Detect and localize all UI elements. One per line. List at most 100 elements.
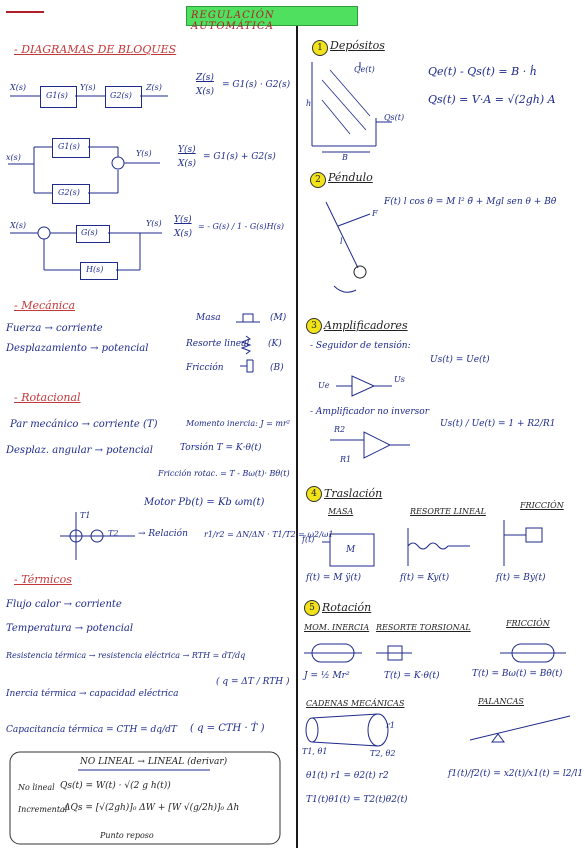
rot-relation: → Relación [138,529,188,539]
section-1-badge: 1 [312,40,328,56]
rot5-eq-5: T1(t)θ1(t) = T2(t)θ2(t) [306,795,408,805]
section-rotacion: Rotación [322,601,372,614]
amp-sub-1: - Seguidor de tensión: [310,341,411,351]
box-row-2-label: Incremental [18,805,68,814]
trans-eq-3: f(t) = Bẏ(t) [496,573,546,583]
mech-spring-sym: (K) [268,339,282,349]
section-amplificadores: Amplificadores [324,319,408,332]
feedback-eq-den: X(s) [174,229,193,239]
parallel-input: x(s) [6,153,21,162]
rot5-eq-6: f1(t)/f2(t) = x2(t)/x1(t) = l2/l1 [448,769,584,779]
rot-friction: Fricción rotac. = T - Bω(t)· Bθ(t) [158,469,290,478]
section-traslacion: Traslación [324,487,383,500]
dep-qe: Qe(t) [354,65,375,74]
amp-ue: Ue [318,381,330,390]
box-row-1-label: No lineal [18,783,55,792]
rot5-eq-4: θ1(t) r1 = θ2(t) r2 [306,771,389,781]
mech-spring: Resorte lineal [186,339,250,349]
parallel-block-2 [52,184,90,204]
rot5-eq-2: T(t) = K·θ(t) [384,671,440,681]
page-title: REGULACIÓN AUTOMÁTICA [186,6,358,32]
series-output: Z(s) [146,83,162,92]
therm-line-4: Inercia térmica → capacidad eléctrica [6,689,179,699]
section-2-badge: 2 [310,172,326,188]
section-4-badge: 4 [306,486,322,502]
box-row-3: Punto reposo [100,831,154,840]
section-mechanical: - Mecánica [14,299,76,312]
page-title-text: REGULACIÓN AUTOMÁTICA [191,10,275,32]
rot5-col-inercia: MOM. INERCIA [304,623,370,632]
mech-friction-sym: (B) [270,363,284,373]
feedback-output: Y(s) [146,219,162,228]
series-block-1 [40,86,77,108]
trans-mass-m: M [346,545,356,555]
feedback-block-h-label: H(s) [86,265,104,274]
rot5-t2: T2, θ2 [370,749,396,758]
box-row-2-eq: ΔQs = [√(2gh)]₀ ΔW + [W √(g/2h)]₀ Δh [64,803,240,813]
therm-line-3: Resistencia térmica → resistencia eléctr… [6,651,246,660]
section-pendulo: Péndulo [328,171,373,184]
amp-eq-1: Us(t) = Ue(t) [430,355,490,365]
amp-r2: R2 [334,425,346,434]
feedback-eq-num: Y(s) [174,215,192,225]
series-block-2-label: G2(s) [110,91,132,100]
parallel-block-2-label: G2(s) [58,188,80,197]
box-row-1-eq: Qs(t) = W(t) · √(2 g h(t)) [60,781,171,791]
rot-line-1: Par mecánico → corriente (T) [10,419,158,430]
series-eq-num: Z(s) [196,73,214,83]
parallel-eq-rhs: = G1(s) + G2(s) [203,152,276,162]
therm-line-2: Temperatura → potencial [6,623,134,634]
trans-col-resorte: RESORTE LINEAL [410,507,486,516]
series-block-2 [105,86,142,108]
trans-force: f(t) [302,535,315,544]
section-block-diagrams: - DIAGRAMAS DE BLOQUES [14,43,177,56]
trans-eq-2: f(t) = Ky(t) [400,573,450,583]
rot5-t1: T1, θ1 [302,747,328,756]
parallel-eq-num: Y(s) [178,145,196,155]
box-heading: NO LINEAL → LINEAL (derivar) [80,757,228,767]
pend-f: F [372,209,378,218]
section-depositos: Depósitos [330,39,385,52]
amp-r1: R1 [340,455,352,464]
rot5-col-cadenas: CADENAS MECÁNICAS [306,699,405,708]
pend-l: l [340,237,343,246]
dep-h: h [306,99,312,108]
rot-inertia: Momento inercia: J = mr² [186,419,290,428]
rot-motor: Motor Pb(t) = Kb ωm(t) [144,497,265,508]
rot5-eq-1: J = ½ Mr² [304,671,350,681]
trans-col-friccion: FRICCIÓN [520,501,564,510]
therm-line-5: Capacitancia térmica = CTH = dq/dT [6,725,177,735]
section-5-badge: 5 [304,600,320,616]
rot5-eq-3: T(t) = Bω(t) = Bθ̇(t) [472,669,563,679]
gear-t1: T1 [80,511,91,520]
dep-eq-2: Qs(t) = V·A = √(2gh) A [428,93,556,106]
therm-line-3b: ( q = ΔT / RTH ) [216,677,290,687]
parallel-block-1-label: G1(s) [58,142,80,151]
rot-line-2: Desplaz. angular → potencial [6,445,153,456]
mech-line-1: Fuerza → corriente [6,323,103,334]
dep-qs: Qs(t) [384,113,405,122]
mech-line-2: Desplazamiento → potencial [6,343,149,354]
rot5-col-palancas: PALANCAS [478,697,524,706]
series-input: X(s) [10,83,27,92]
series-block-1-label: G1(s) [46,91,68,100]
mech-mass-sym: (M) [270,313,287,323]
amp-eq-2: Us(t) / Ue(t) = 1 + R2/R1 [440,419,556,429]
mech-mass: Masa [196,313,221,323]
feedback-block-g-label: G(s) [81,228,98,237]
section-thermal: - Térmicos [14,573,72,586]
pend-eq: F(t) l cos θ = M l² θ̈ + Mgl sen θ + Bθ̇ [384,197,557,207]
dep-eq-1: Qe(t) - Qs(t) = B · ḣ [428,65,537,78]
gear-t2: T2 [108,529,119,538]
mech-friction: Fricción [186,363,224,373]
column-divider [296,26,298,848]
therm-line-5b: ( q = CTH · Ṫ ) [190,723,265,734]
section-3-badge: 3 [306,318,322,334]
series-eq-den: X(s) [196,87,215,97]
series-mid: Y(s) [80,83,96,92]
amp-sub-2: - Amplificador no inversor [310,407,430,417]
feedback-input: X(s) [10,221,27,230]
rot-torsion: Torsión T = K·θ(t) [180,443,262,453]
